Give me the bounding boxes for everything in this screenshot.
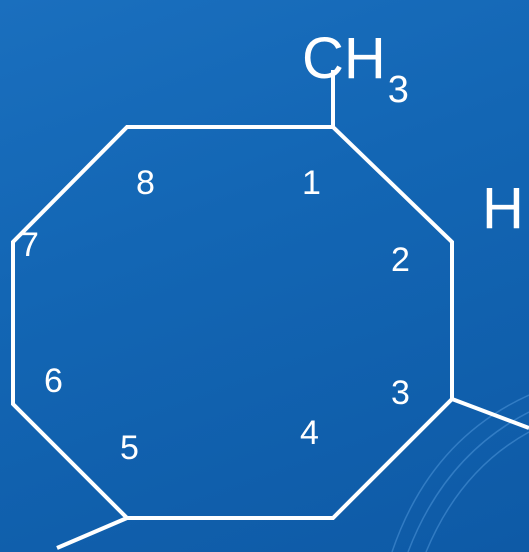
ring-number-4: 4 [300,414,319,452]
octagon-ring [11,125,454,520]
substituent-bond-c5 [56,516,128,550]
swirl-line-3 [425,431,529,552]
swirl-line-2 [407,411,529,552]
substituent-bond-c3 [451,397,529,430]
ring-number-6: 6 [44,362,63,400]
swirl-line-1 [391,394,529,552]
ring-number-8: 8 [136,164,155,202]
ring-number-1: 1 [302,164,321,202]
right-edge-partial-label: H [482,176,524,241]
ring-number-3: 3 [391,374,410,412]
ring-number-7: 7 [20,226,39,264]
ring-number-5: 5 [120,429,139,467]
background-swirl [391,394,529,552]
methyl-subscript: 3 [388,69,409,111]
methyl-main-text: CH [302,26,386,91]
methyl-group-label: CH3 [302,26,409,111]
ring-number-2: 2 [391,241,410,279]
